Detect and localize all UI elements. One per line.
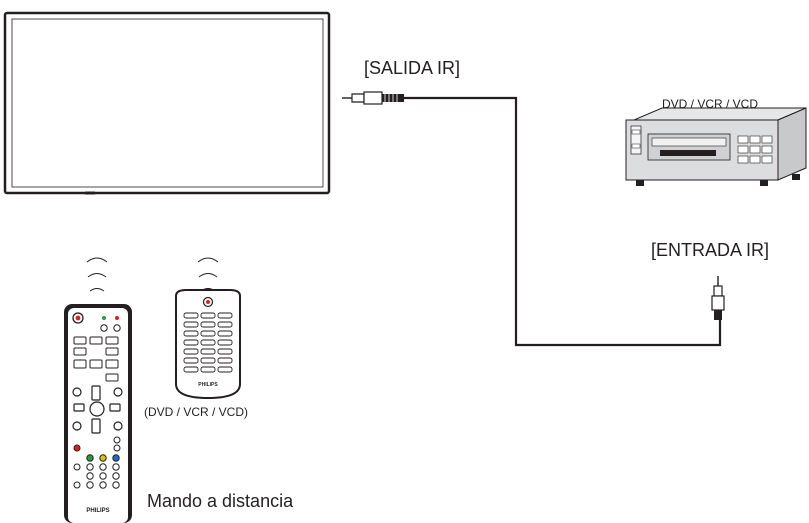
ir-cable (404, 96, 722, 347)
dvd-player-icon (625, 107, 807, 186)
second-remote-icon: PHILIPS (175, 289, 241, 400)
second-remote-brand: PHILIPS (198, 382, 218, 388)
ir-signal-icon (86, 257, 108, 292)
monitor-icon (3, 11, 331, 195)
remote-caption: Mando a distancia (147, 491, 294, 511)
ir-signal-icon-2 (197, 257, 219, 292)
ir-out-plug-icon (342, 91, 404, 105)
ir-out-label: [SALIDA IR] (364, 58, 461, 78)
second-remote-label: (DVD / VCR / VCD) (144, 405, 249, 419)
remote-control-icon: PHILIPS (64, 304, 132, 523)
remote-brand: PHILIPS (86, 508, 109, 514)
ir-in-label: [ENTRADA IR] (651, 240, 770, 260)
player-name-label: DVD / VCR / VCD (662, 97, 759, 111)
ir-in-plug-icon (711, 276, 725, 320)
